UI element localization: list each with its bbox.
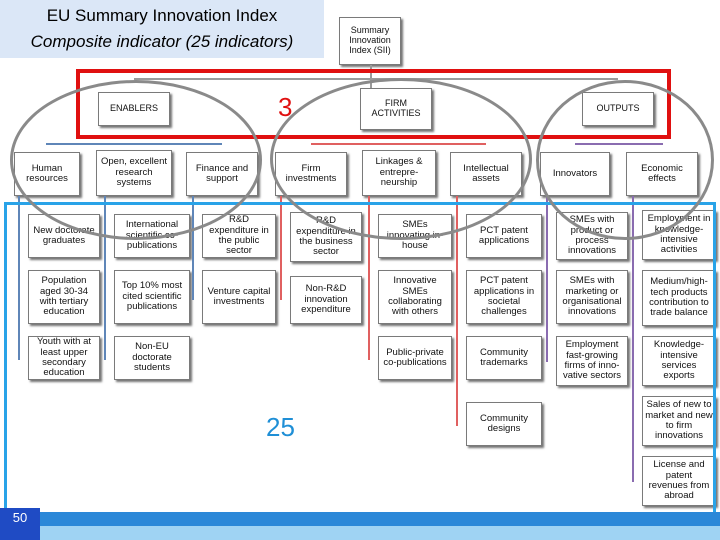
ellipse-firm-activities xyxy=(270,78,532,240)
slide-subtitle: Composite indicator (25 indicators) xyxy=(30,32,294,51)
indicator-top10-cited: Top 10% most cited scientific publicatio… xyxy=(114,270,190,324)
indicator-innovative-smes-collaborating: Innovative SMEs collaborating with other… xyxy=(378,270,452,324)
slide-number: 50 xyxy=(0,508,40,540)
indicator-youth-upper-secondary: Youth with at least upper secondary educ… xyxy=(28,336,100,380)
indicator-sales-new-to-market: Sales of new to market and new to firm i… xyxy=(642,396,716,446)
slide-title: EU Summary Innovation Index xyxy=(46,6,278,25)
connector-col-ip xyxy=(456,196,458,426)
connector-root xyxy=(370,65,372,88)
count-indicators: 25 xyxy=(266,412,295,442)
indicator-medium-high-tech-products: Medium/high-tech products contribution t… xyxy=(642,270,716,326)
indicator-non-eu-doctorate: Non-EU doctorate students xyxy=(114,336,190,380)
connector-col-firm-inv xyxy=(280,196,282,300)
indicator-non-rd-expenditure: Non-R&D innovation expenditure xyxy=(290,276,362,324)
count-dimensions-groups: 3 xyxy=(278,92,293,122)
indicator-pct-societal-challenges: PCT patent applications in societal chal… xyxy=(466,270,542,324)
connector-col-hr xyxy=(18,196,20,360)
indicator-employment-fast-growing: Employment fast-growing firms of inno-va… xyxy=(556,336,628,386)
blue-highlight-frame xyxy=(4,202,716,522)
indicator-community-trademarks: Community trademarks xyxy=(466,336,542,380)
indicator-license-patent-revenues: License and patent revenues from abroad xyxy=(642,456,716,506)
footer-bar-light xyxy=(0,526,720,540)
footer-bar xyxy=(0,512,720,526)
indicator-venture-capital: Venture capital investments xyxy=(202,270,276,324)
connector-col-economic xyxy=(632,196,634,482)
connector-col-linkages xyxy=(368,196,370,360)
ellipse-outputs xyxy=(536,80,714,240)
connector-col-research xyxy=(104,196,106,360)
indicator-community-designs: Community designs xyxy=(466,402,542,446)
indicator-smes-marketing-organisational: SMEs with marketing or organisational in… xyxy=(556,270,628,324)
ellipse-enablers xyxy=(10,80,262,240)
connector-col-innovators xyxy=(546,196,548,362)
indicator-public-private-copublications: Public-private co-publications xyxy=(378,336,452,380)
connector-col-finance xyxy=(192,196,194,300)
indicator-knowledge-services-exports: Knowledge-intensive services exports xyxy=(642,336,716,386)
indicator-tertiary-education: Population aged 30-34 with tertiary educ… xyxy=(28,270,100,324)
root-node: Summary Innovation Index (SII) xyxy=(339,17,401,65)
slide-title-box: EU Summary Innovation Index Composite in… xyxy=(0,0,324,58)
